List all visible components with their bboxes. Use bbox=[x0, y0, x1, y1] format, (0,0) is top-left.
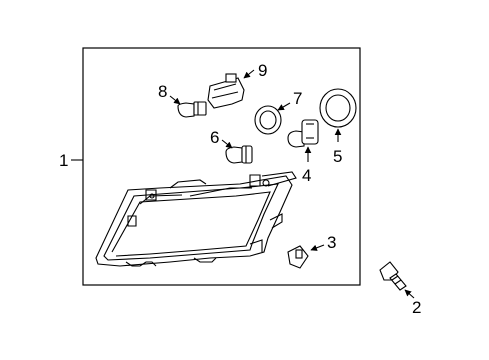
bulb-4 bbox=[287, 119, 319, 148]
bulb-6 bbox=[225, 145, 253, 164]
callout-9: 9 bbox=[258, 61, 267, 80]
callout-9-leader bbox=[243, 69, 255, 79]
callout-6-leader bbox=[221, 139, 233, 149]
callout-3-leader bbox=[310, 244, 325, 251]
callout-5: 5 bbox=[333, 147, 342, 166]
callout-1: 1 bbox=[59, 151, 68, 170]
bulb-8 bbox=[177, 101, 207, 118]
cap-5 bbox=[319, 88, 357, 128]
assembly-frame bbox=[82, 47, 361, 286]
callout-6: 6 bbox=[210, 128, 219, 147]
callout-8-leader bbox=[169, 95, 181, 105]
headlamp-assembly bbox=[95, 171, 297, 267]
callout-7: 7 bbox=[293, 89, 302, 108]
cap-7 bbox=[254, 105, 282, 135]
callout-7-leader bbox=[277, 102, 291, 111]
clip-3 bbox=[287, 245, 309, 269]
callout-8: 8 bbox=[158, 82, 167, 101]
socket-9 bbox=[207, 73, 245, 109]
callout-3: 3 bbox=[327, 233, 336, 252]
callout-4: 4 bbox=[302, 166, 311, 185]
callout-2-leader bbox=[404, 289, 415, 299]
callout-2: 2 bbox=[412, 298, 421, 317]
bolt-2 bbox=[379, 261, 407, 291]
